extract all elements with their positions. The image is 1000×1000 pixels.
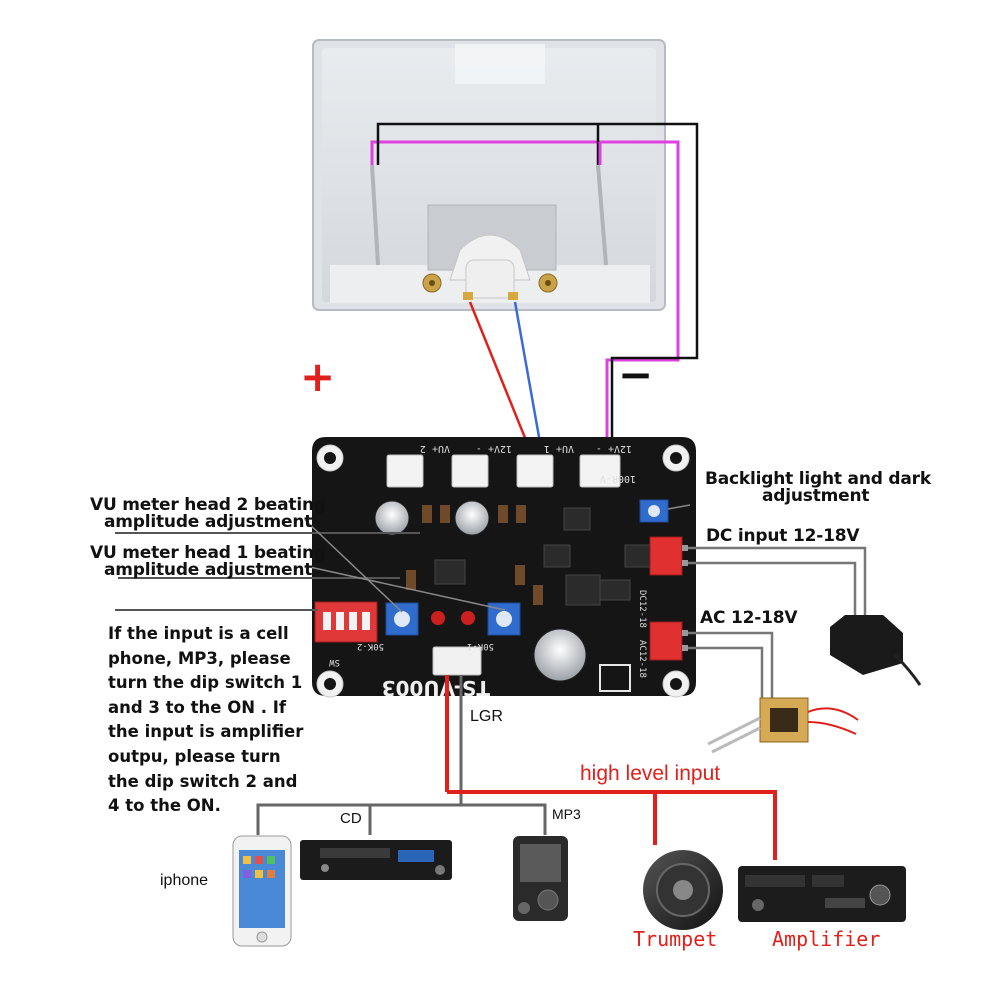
pot-pointers: [304, 504, 691, 613]
cd-player: [300, 840, 452, 880]
vu1-label-line1: VU meter head 1 beating: [90, 543, 326, 563]
mp3-player: [513, 836, 568, 921]
minus-sign: −: [618, 350, 654, 399]
silk-vu1: VU+ 1: [544, 443, 574, 454]
silk-12v: 12V+ -: [476, 443, 512, 454]
backlight-wires: [370, 122, 699, 455]
speaker: [643, 850, 723, 930]
input-cables: [256, 675, 777, 860]
silk-vu2: VU+ 2: [420, 443, 450, 454]
dc-adapter: [830, 615, 922, 686]
lgr-label: LGR: [470, 708, 503, 725]
amplifier-label: Amplifier: [772, 927, 881, 951]
dc-power-wires: [688, 546, 867, 615]
silk-12v-b: 12V+ -: [596, 443, 632, 454]
plus-sign: +: [300, 352, 336, 401]
silk-sw: SW: [329, 657, 340, 667]
iphone-label: iphone: [160, 872, 209, 889]
pcb-board: VU+ 2 12V+ - VU+ 1 12V+ -: [312, 437, 696, 700]
silk-dc: DC12-18: [637, 590, 647, 628]
ac-power-wires: [688, 631, 774, 712]
trumpet-label: Trumpet: [633, 927, 718, 951]
ac-input-label: AC 12-18V: [700, 608, 798, 628]
vu2-label-line1: VU meter head 2 beating: [90, 495, 326, 515]
amplifier-device: [738, 866, 906, 922]
vu2-label-line2: amplitude adjustment: [104, 512, 313, 532]
board-model: TS-VU003: [382, 676, 490, 700]
cd-label: CD: [340, 810, 362, 827]
silk-50k2: 50K-2: [357, 641, 384, 651]
ac-transformer: [707, 697, 859, 754]
vu-meter-head: [312, 39, 666, 311]
dip-switch-note: If the input is a cell phone, MP3, pleas…: [108, 624, 304, 816]
silk-50k1: 50K-1: [467, 641, 494, 651]
iphone-device: [232, 835, 292, 947]
silk-ac: AC12-18: [637, 640, 647, 678]
backlight-label-line1: Backlight light and dark: [705, 469, 931, 489]
backlight-label-line2: adjustment: [762, 486, 870, 506]
high-level-input-label: high level input: [580, 762, 721, 785]
vu1-label-line2: amplitude adjustment: [104, 560, 313, 580]
mp3-label: MP3: [552, 806, 581, 822]
silk-100r: 100R-V: [600, 473, 636, 484]
dc-input-label: DC input 12-18V: [706, 526, 860, 546]
leader-lines: [115, 532, 420, 611]
